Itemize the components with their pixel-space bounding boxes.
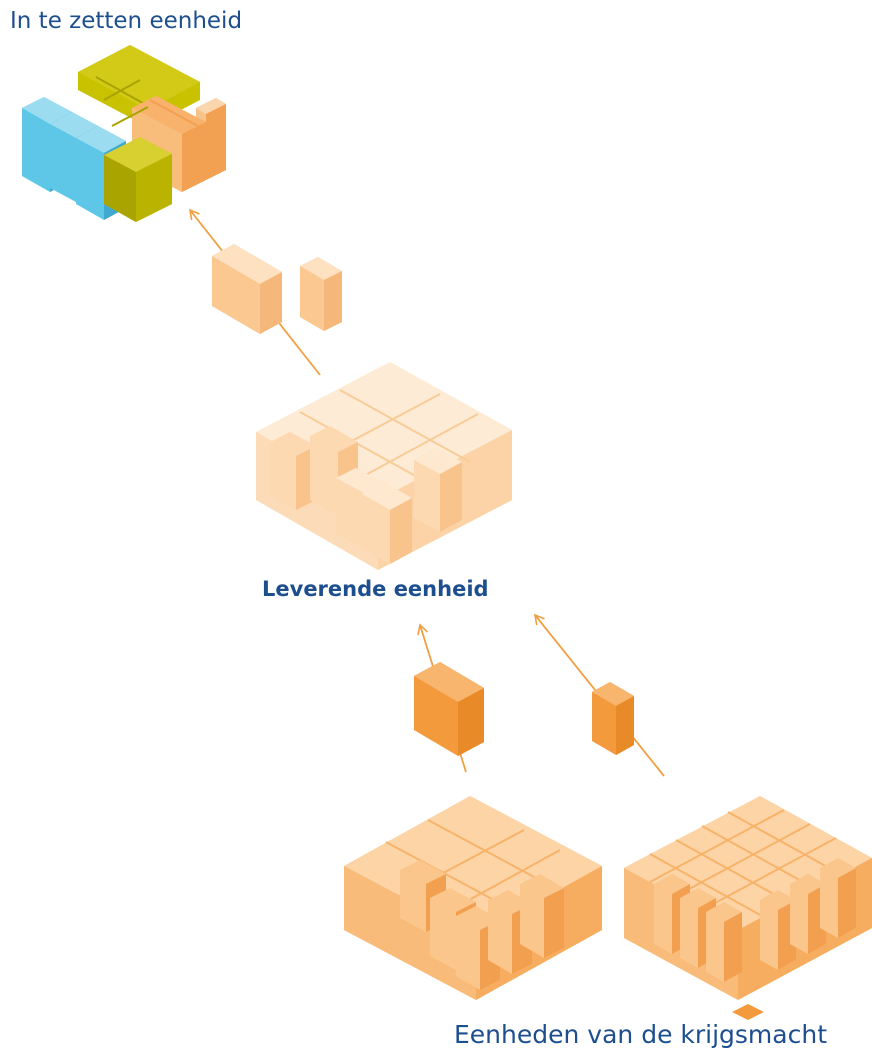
supplying-cluster-icon (256, 362, 512, 570)
armed-forces-cluster-right-icon (624, 796, 872, 1020)
supplying-unit-label: Leverende eenheid (262, 577, 489, 601)
transfer-blocks-lower-icon (414, 662, 634, 756)
deployable-unit-label: In te zetten eenheid (10, 8, 243, 34)
deployable-cluster-icon (22, 45, 226, 222)
armed-forces-cluster-left-icon (344, 796, 602, 1000)
transfer-blocks-upper-icon (212, 244, 342, 334)
armed-forces-units-label: Eenheden van de krijgsmacht (454, 1020, 827, 1049)
